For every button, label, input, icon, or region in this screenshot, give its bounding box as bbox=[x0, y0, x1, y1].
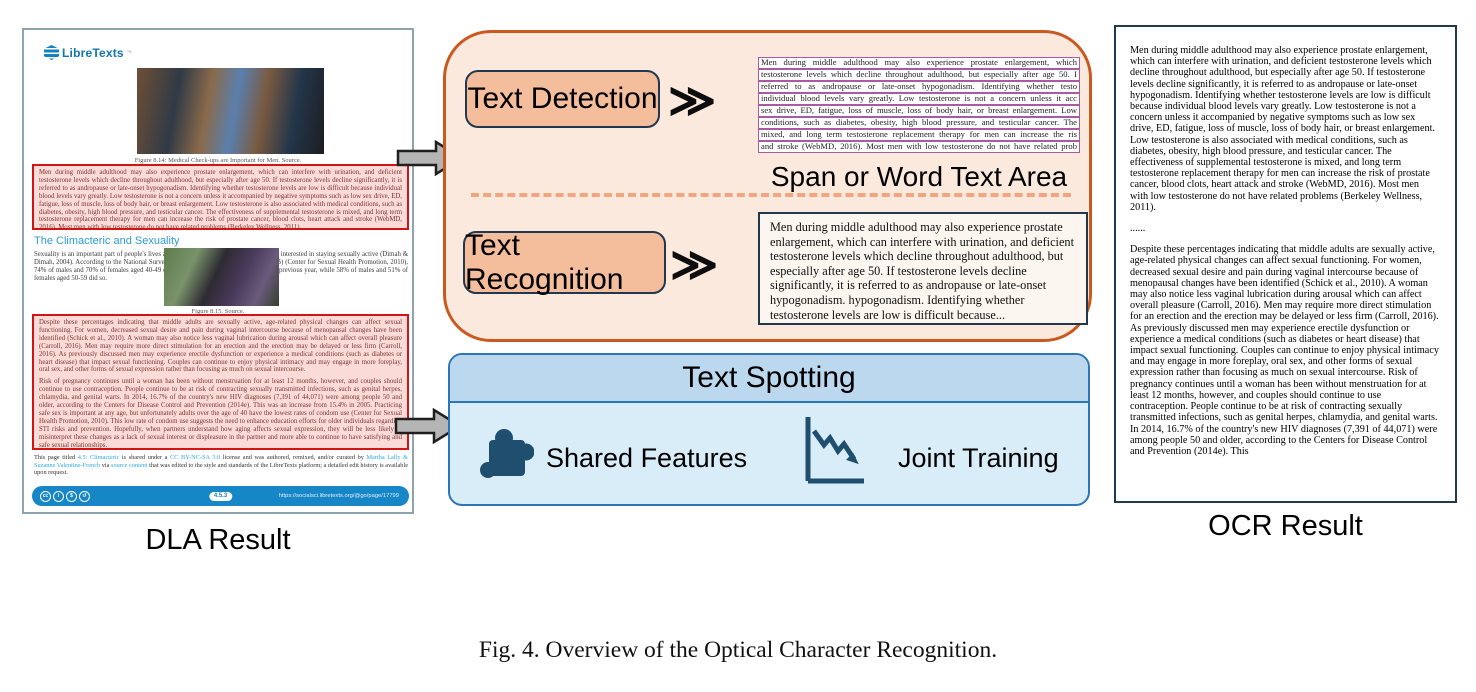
libretexts-logo-text: LibreTexts bbox=[62, 45, 124, 60]
ocr-paragraph-1: Men during middle adulthood may also exp… bbox=[1130, 45, 1435, 213]
recognized-text-box: Men during middle adulthood may also exp… bbox=[758, 212, 1088, 325]
cc-license-icons: cc i $ ↺ bbox=[40, 490, 90, 502]
ocr-result-box: Men during middle adulthood may also exp… bbox=[1114, 25, 1457, 503]
doc-section-heading: The Climacteric and Sexuality bbox=[34, 235, 180, 247]
shared-features-label: Shared Features bbox=[546, 443, 748, 473]
cc-by-icon: i bbox=[53, 490, 64, 502]
detected-text-line: and stroke (WebMD, 2016). Most men with … bbox=[758, 141, 1080, 153]
ocr-pipeline-panel: Text Detection ≫ Men during middle adult… bbox=[443, 30, 1092, 342]
dashed-divider bbox=[471, 193, 1071, 197]
dla-highlight-box-1: Men during middle adulthood may also exp… bbox=[32, 164, 409, 230]
figure-photo-men bbox=[137, 68, 324, 154]
photo1-caption: Figure 8.14: Medical Check-ups are Impor… bbox=[134, 157, 302, 164]
license-link-source: source content bbox=[111, 461, 148, 469]
license-link-authors: Martha Lally & Suzanne Valentine-French bbox=[34, 454, 408, 469]
arrow-dla-to-spotting bbox=[394, 407, 463, 445]
text-detection-node: Text Detection bbox=[465, 70, 660, 128]
license-link-page: 4.5: Climacteric bbox=[77, 454, 120, 461]
detected-text-line: Men during middle adulthood may also exp… bbox=[758, 57, 1080, 69]
detected-text-line: mixed, and long term testosterone replac… bbox=[758, 129, 1080, 141]
libretexts-logo: LibreTexts ™ bbox=[44, 45, 132, 60]
license-note: This page titled 4.5: Climacteric is sha… bbox=[34, 454, 409, 477]
detected-text-line: testosterone levels which decline throug… bbox=[758, 69, 1080, 81]
text-spotting-panel: Text Spotting Shared Features Joint Trai… bbox=[448, 353, 1090, 506]
license-text: This page titled bbox=[34, 454, 78, 461]
chevron-right-icon: ≫ bbox=[670, 238, 719, 290]
puzzle-piece-icon bbox=[480, 429, 534, 478]
detected-text-line: sex drive, ED, fatigue, loss of muscle, … bbox=[758, 105, 1080, 117]
detected-span-area: Men during middle adulthood may also exp… bbox=[758, 57, 1080, 153]
text-spotting-header: Text Spotting bbox=[450, 355, 1088, 403]
cc-sa-icon: ↺ bbox=[79, 490, 90, 502]
cc-icon: cc bbox=[40, 490, 51, 502]
page-url: https://socialsci.libretexts.org/@go/pag… bbox=[278, 493, 399, 499]
page-footer-bar: cc i $ ↺ 4.5.3 https://socialsci.librete… bbox=[32, 486, 409, 506]
joint-training-label: Joint Training bbox=[898, 443, 1059, 473]
dla-document-page: LibreTexts ™ Figure 8.14: Medical Check-… bbox=[22, 28, 414, 514]
span-area-label: Span or Word Text Area bbox=[770, 161, 1068, 192]
license-link-cc: CC BY-NC-SA 3.0 bbox=[170, 454, 221, 461]
dla-highlight-box-2: Despite these percentages indicating tha… bbox=[32, 314, 409, 450]
detected-text-line: individual blood levels vary greatly. Lo… bbox=[758, 93, 1080, 105]
cc-nc-icon: $ bbox=[66, 490, 77, 502]
detected-text-line: referred to as andropause or late-onset … bbox=[758, 81, 1080, 93]
ocr-result-label: OCR Result bbox=[1208, 510, 1363, 542]
dla-result-label: DLA Result bbox=[145, 524, 291, 556]
detected-text-line: conditions, such as diabetes, obesity, h… bbox=[758, 117, 1080, 129]
page-number-badge: 4.5.3 bbox=[208, 491, 233, 501]
text-recognition-node: Text Recognition bbox=[463, 229, 666, 296]
chevron-right-icon: ≫ bbox=[668, 74, 717, 126]
highlight2-paragraph-2: Risk of pregnancy continues until a woma… bbox=[39, 378, 402, 449]
trademark-symbol: ™ bbox=[126, 49, 132, 56]
highlight2-paragraph-1: Despite these percentages indicating tha… bbox=[39, 319, 402, 374]
ocr-ellipsis: ...... bbox=[1130, 223, 1146, 235]
declining-chart-icon bbox=[805, 417, 864, 484]
figure-caption: Fig. 4. Overview of the Optical Characte… bbox=[478, 637, 998, 663]
figure-photo-couple bbox=[164, 248, 279, 306]
libretexts-hexagon-icon bbox=[44, 45, 59, 60]
ocr-paragraph-2: Despite these percentages indicating tha… bbox=[1130, 244, 1439, 457]
photo2-caption: Figure 8.15. Source. bbox=[191, 308, 245, 315]
